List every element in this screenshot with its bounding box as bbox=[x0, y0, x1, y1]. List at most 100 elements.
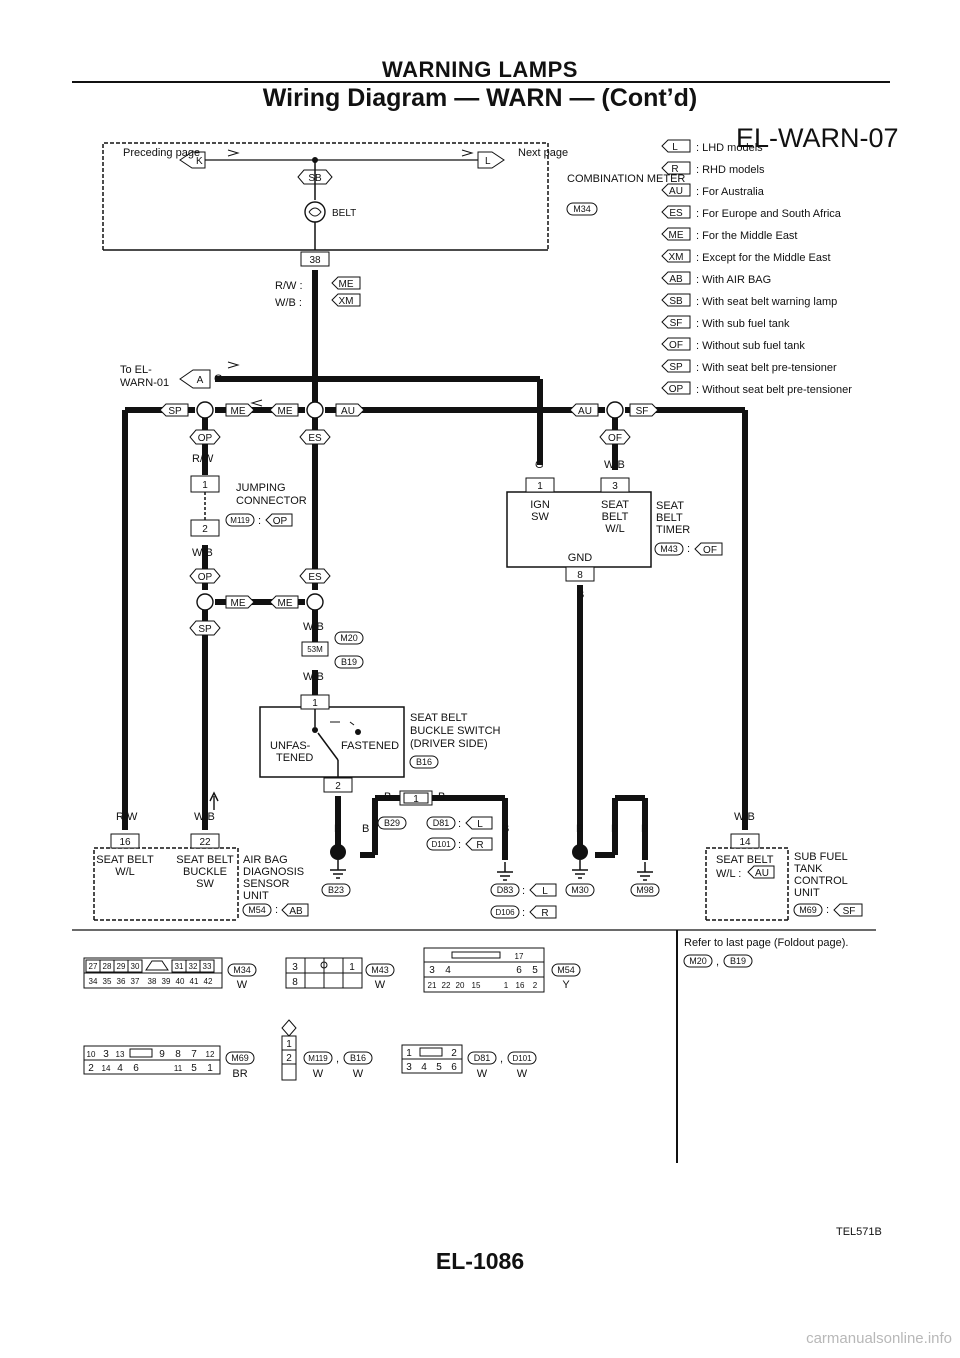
svg-text:R: R bbox=[476, 840, 483, 851]
svg-text:2: 2 bbox=[451, 1048, 457, 1059]
svg-text:AIR BAG: AIR BAG bbox=[243, 854, 288, 866]
svg-text:SB: SB bbox=[669, 296, 683, 307]
junction-sp: SP bbox=[168, 406, 182, 417]
connector-m43: 3 1 8 M43 W bbox=[285, 957, 395, 991]
svg-text:AB: AB bbox=[289, 906, 303, 917]
svg-text:W/L: W/L bbox=[115, 866, 135, 878]
seat-belt-timer: G W/B 1 3 IGN SW SEAT BELT W/L GND 8 SEA… bbox=[506, 459, 723, 601]
svg-text:B: B bbox=[362, 823, 369, 835]
svg-text:M54: M54 bbox=[248, 905, 266, 915]
svg-text:SW: SW bbox=[196, 878, 214, 890]
junction-of: OF bbox=[608, 433, 622, 444]
svg-text:1: 1 bbox=[537, 481, 543, 492]
svg-text:SF: SF bbox=[670, 318, 683, 329]
svg-text:1: 1 bbox=[286, 1039, 292, 1050]
airbag-unit: R/W W/B 16 22 SEAT BELT W/L SEAT BELT BU… bbox=[93, 791, 309, 921]
svg-text:B23: B23 bbox=[328, 885, 344, 895]
svg-text:L: L bbox=[672, 142, 678, 153]
connector-views: 27 28 29 30 31 32 33 34 35 36 37 38 39 4… bbox=[83, 937, 848, 1081]
legend-text-es: : For Europe and South Africa bbox=[696, 208, 842, 220]
svg-text:W: W bbox=[237, 979, 248, 991]
svg-text:W: W bbox=[517, 1068, 528, 1080]
svg-text:To EL-: To EL- bbox=[120, 364, 152, 376]
svg-text:1: 1 bbox=[312, 698, 318, 709]
preceding-page-label: Preceding page bbox=[123, 147, 200, 159]
svg-text:3: 3 bbox=[612, 481, 618, 492]
terminal-k: K bbox=[196, 156, 203, 167]
connector-m34: 27 28 29 30 31 32 33 34 35 36 37 38 39 4… bbox=[83, 957, 257, 991]
svg-text:,: , bbox=[500, 1053, 503, 1065]
svg-text:L: L bbox=[542, 886, 548, 897]
svg-text:UNIT: UNIT bbox=[243, 890, 269, 902]
connector-m54: 17 3 4 6 5 21 22 20 15 1 16 2 M54 Y bbox=[423, 947, 581, 993]
junction-au-2: AU bbox=[578, 406, 592, 417]
svg-text:28: 28 bbox=[103, 962, 112, 971]
svg-text:22: 22 bbox=[199, 837, 211, 848]
legend-text-xm: : Except for the Middle East bbox=[696, 252, 831, 264]
svg-text:11: 11 bbox=[174, 1064, 183, 1073]
svg-text:M34: M34 bbox=[233, 965, 251, 975]
svg-text:B: B bbox=[502, 823, 509, 835]
connector-m69: 10 3 13 9 8 7 12 2 14 4 6 11 5 1 M69 BR bbox=[83, 1045, 255, 1080]
svg-text:M20: M20 bbox=[340, 633, 358, 643]
svg-text:W/B: W/B bbox=[604, 459, 625, 471]
svg-text::: : bbox=[687, 543, 690, 555]
legend-text-of: : Without sub fuel tank bbox=[696, 340, 805, 352]
svg-text:AU: AU bbox=[755, 868, 769, 879]
svg-text:9: 9 bbox=[159, 1049, 165, 1060]
svg-text:SUB FUEL: SUB FUEL bbox=[794, 851, 848, 863]
legend-badge-sf: SF bbox=[661, 315, 691, 329]
svg-text:DIAGNOSIS: DIAGNOSIS bbox=[243, 866, 304, 878]
svg-text:SEAT BELT: SEAT BELT bbox=[410, 712, 468, 724]
svg-text:38: 38 bbox=[148, 977, 157, 986]
junction-me-3: ME bbox=[231, 598, 246, 609]
svg-text:,: , bbox=[336, 1053, 339, 1065]
svg-text:M43: M43 bbox=[371, 965, 389, 975]
svg-text:29: 29 bbox=[117, 962, 126, 971]
svg-text:W: W bbox=[375, 979, 386, 991]
svg-text:FASTENED: FASTENED bbox=[341, 740, 399, 752]
svg-text:40: 40 bbox=[176, 977, 185, 986]
svg-text:SEAT BELT: SEAT BELT bbox=[176, 854, 234, 866]
svg-text:G: G bbox=[535, 459, 544, 471]
section-title: WARNING LAMPS bbox=[382, 57, 578, 82]
svg-text:W/L: W/L bbox=[605, 523, 625, 535]
svg-text:BELT: BELT bbox=[656, 512, 683, 524]
svg-text:W: W bbox=[313, 1068, 324, 1080]
svg-text:M119: M119 bbox=[308, 1054, 328, 1063]
svg-text:ME: ME bbox=[669, 230, 684, 241]
legend: L : LHD models R : RHD models AU : For A… bbox=[661, 139, 852, 396]
svg-text::: : bbox=[826, 904, 829, 916]
svg-text:TIMER: TIMER bbox=[656, 524, 690, 536]
svg-text:B: B bbox=[384, 791, 391, 803]
legend-badge-es: ES bbox=[661, 205, 691, 219]
svg-text:4: 4 bbox=[117, 1063, 123, 1074]
svg-text:6: 6 bbox=[451, 1062, 457, 1073]
svg-text:SW: SW bbox=[531, 511, 549, 523]
legend-text-sb: : With seat belt warning lamp bbox=[696, 296, 837, 308]
svg-text:4: 4 bbox=[421, 1062, 427, 1073]
meter-wb: W/B : bbox=[275, 297, 302, 309]
svg-text:1: 1 bbox=[413, 794, 419, 805]
junction-es-2: ES bbox=[308, 572, 322, 583]
svg-text:3: 3 bbox=[292, 962, 298, 973]
svg-text:5: 5 bbox=[532, 965, 538, 976]
svg-text:R/W: R/W bbox=[116, 811, 138, 823]
svg-text:BR: BR bbox=[232, 1068, 247, 1080]
svg-text:SEAT: SEAT bbox=[601, 499, 629, 511]
svg-text:B: B bbox=[641, 823, 648, 835]
svg-text:41: 41 bbox=[190, 977, 199, 986]
legend-badge-xm: XM bbox=[661, 249, 691, 263]
svg-text:OP: OP bbox=[273, 516, 288, 527]
junction-op-2: OP bbox=[198, 572, 213, 583]
svg-text:SEAT: SEAT bbox=[656, 500, 684, 512]
svg-text:SF: SF bbox=[843, 906, 856, 917]
legend-text-sp: : With seat belt pre-tensioner bbox=[696, 362, 837, 374]
svg-text:AU: AU bbox=[669, 186, 683, 197]
svg-text:Y: Y bbox=[562, 979, 570, 991]
svg-text:M69: M69 bbox=[799, 905, 817, 915]
legend-badge-au: AU bbox=[661, 183, 691, 197]
svg-text:15: 15 bbox=[472, 981, 481, 990]
svg-text:2: 2 bbox=[335, 781, 341, 792]
ground-group: B B B 1 B B29 B D81 : L D101 : R B23 D83… bbox=[321, 790, 660, 919]
